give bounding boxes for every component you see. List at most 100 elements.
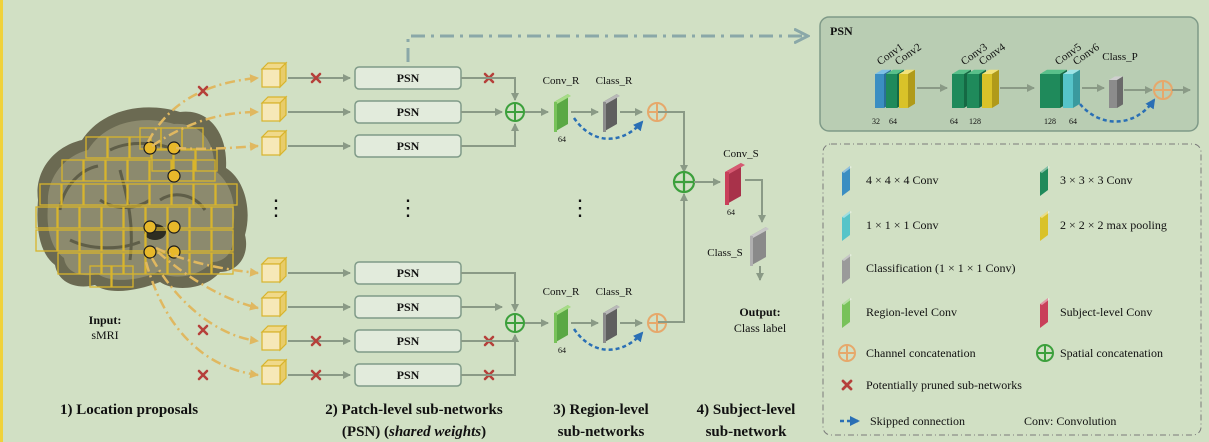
patch-cell — [211, 206, 234, 229]
psn-label: PSN — [397, 266, 420, 280]
max-pooling-block — [982, 69, 999, 108]
output-sublabel: Class label — [734, 321, 787, 335]
pruned-cross-icon — [310, 335, 322, 347]
caption-region-level-2: sub-networks — [558, 424, 645, 440]
psn-block: PSN — [354, 134, 462, 158]
legend-label: Region-level Conv — [866, 305, 957, 319]
psn-panel-channel-count: 64 — [889, 117, 897, 126]
psn-block: PSN — [354, 329, 462, 353]
psn-block: PSN — [354, 100, 462, 124]
legend-label: Subject-level Conv — [1060, 305, 1152, 319]
psn-row: PSN — [288, 261, 462, 285]
psn-detail-connector — [406, 36, 808, 62]
classification-block — [1109, 76, 1123, 108]
legend-icon — [1040, 166, 1050, 196]
patch-cell — [127, 183, 150, 206]
patch-cell — [127, 159, 150, 182]
patch-cell — [85, 136, 108, 159]
legend-label: 1 × 1 × 1 Conv — [866, 218, 939, 232]
patch-cell — [171, 183, 194, 206]
patch-cube-icon — [260, 256, 288, 284]
legend-icon — [842, 166, 852, 196]
landmark-point — [167, 220, 181, 234]
psn-label: PSN — [397, 105, 420, 119]
patch-cell — [83, 159, 106, 182]
class-r-label: Class_R — [596, 75, 633, 87]
spatial-concatenation-icon — [505, 313, 525, 333]
input-label: Input: — [89, 313, 122, 327]
caption-subject-level-2: sub-network — [706, 424, 788, 440]
class-r-block — [603, 94, 620, 132]
pruned-cross-icon — [197, 324, 209, 336]
patch-cell — [181, 127, 204, 150]
conv-r-label: Conv_R — [543, 75, 580, 87]
patch-cell — [89, 265, 112, 288]
skip-connection-arrow — [572, 117, 644, 140]
proposal-arrow — [155, 246, 259, 277]
psn-label: PSN — [397, 71, 420, 85]
patch-cell — [101, 206, 124, 229]
pruned-cross-icon — [197, 369, 209, 381]
landmark-point — [167, 169, 181, 183]
class-r-label: Class_R — [596, 286, 633, 298]
psn-panel-channel-count: 128 — [1044, 117, 1056, 126]
patch-cube-icon — [260, 61, 288, 89]
psn-block: PSN — [354, 261, 462, 285]
legend-label: 2 × 2 × 2 max pooling — [1060, 218, 1167, 232]
caption-location-proposals: 1) Location proposals — [60, 402, 198, 418]
psn-label: PSN — [397, 300, 420, 314]
patch-cell — [193, 183, 216, 206]
patch-cell — [35, 229, 58, 252]
class-r-block — [603, 305, 620, 343]
patch-cell — [211, 252, 234, 275]
legend-icon — [842, 298, 852, 328]
channel-concatenation-icon — [1153, 80, 1173, 100]
patch-cell — [189, 252, 212, 275]
legend-icon — [838, 344, 856, 362]
spatial-concatenation-icon — [505, 102, 525, 122]
conv-r-label: Conv_R — [543, 286, 580, 298]
legend-icon — [841, 379, 853, 391]
psn-to-region-arrow — [461, 334, 519, 376]
legend-label: Skipped connection — [870, 414, 965, 428]
legend-label: Spatial concatenation — [1060, 346, 1163, 360]
psn-label: PSN — [397, 334, 420, 348]
input-sublabel: sMRI — [91, 328, 118, 342]
patch-cell — [57, 206, 80, 229]
patch-cell — [123, 206, 146, 229]
patch-cell — [101, 229, 124, 252]
legend-label: Channel concatenation — [866, 346, 976, 360]
patch-cube-icon — [260, 95, 288, 123]
proposal-arrow — [175, 142, 259, 152]
psn-panel-channel-count: 32 — [872, 117, 880, 126]
skip-connection-arrow — [1079, 98, 1156, 123]
legend-label: Potentially pruned sub-networks — [866, 378, 1022, 392]
patch-cube-icon — [260, 129, 288, 157]
psn-panel-channel-count: 128 — [969, 117, 981, 126]
patch-cube-icon — [260, 290, 288, 318]
psn-label: PSN — [397, 139, 420, 153]
patch-cube-icon — [260, 324, 288, 352]
conv-r-channels: 64 — [558, 346, 566, 355]
subject-level-subnetwork: Conv_S 64 Class_S Output: Class label — [658, 111, 787, 335]
dots-region: ⋮ — [569, 195, 591, 220]
psn-rows: PSN PSN PSN PSN PSN PSN PSN — [288, 66, 495, 387]
psn-row: PSN — [288, 363, 495, 387]
psn-panel-layer-label: Class_P — [1102, 51, 1137, 63]
legend-label: 3 × 3 × 3 Conv — [1060, 173, 1133, 187]
legend-icon — [1036, 344, 1054, 362]
legend-label: Classification (1 × 1 × 1 Conv) — [866, 261, 1016, 275]
psn-row: PSN — [288, 100, 462, 124]
patch-cell — [83, 183, 106, 206]
conv-1x1x1-block — [1063, 69, 1080, 108]
proposal-arrow — [151, 107, 259, 148]
patch-cell — [105, 159, 128, 182]
caption-region-level-1: 3) Region-level — [553, 402, 648, 418]
patch-cell — [57, 252, 80, 275]
landmark-point — [167, 245, 181, 259]
patch-cell — [79, 206, 102, 229]
patch-cell — [79, 229, 102, 252]
dots-cubes: ⋮ — [265, 195, 287, 220]
